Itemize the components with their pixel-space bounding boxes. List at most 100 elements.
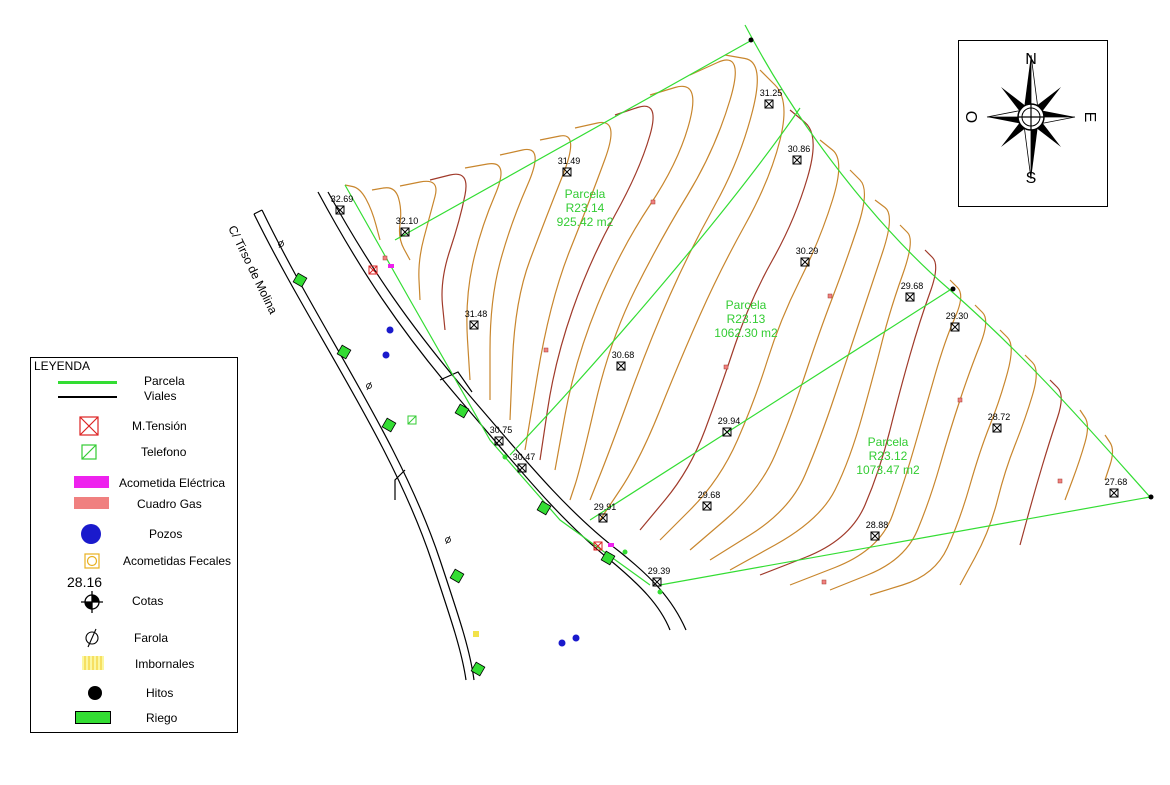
elevation-value: 29.91 [594, 502, 617, 512]
elevation-value: 30.47 [513, 452, 536, 462]
cotas-icon [81, 591, 103, 613]
elevation-point: 29.39 [648, 566, 671, 587]
elevation-value: 27.68 [1105, 477, 1128, 487]
elevation-point: 28.88 [866, 520, 889, 541]
legend-item-cotas: 28.16 Cotas [31, 574, 239, 614]
elevation-point: 32.10 [396, 216, 419, 237]
compass-east: E [1081, 112, 1098, 123]
pozo-marker [572, 634, 580, 642]
elevation-point: 32.69 [331, 194, 354, 215]
elevation-value: 30.86 [788, 144, 811, 154]
riego-symbol [75, 711, 111, 724]
contour-line [1064, 409, 1089, 501]
compass-rose-icon: N S E O [962, 51, 1098, 187]
legend-item-imbornales: Imbornales [31, 654, 239, 674]
contour-line [371, 187, 411, 261]
contour-line [539, 105, 654, 461]
contour-line [489, 148, 536, 400]
elevation-value: 29.94 [718, 416, 741, 426]
pozo-marker [382, 351, 390, 359]
elevation-point: 29.68 [901, 281, 924, 302]
contour-line [399, 180, 437, 301]
contour-line [869, 329, 1012, 596]
elevation-point: 30.29 [796, 246, 819, 267]
riego-marker [454, 403, 470, 419]
riego-marker [449, 568, 465, 584]
legend-item-m-tension: M.Tensión [31, 416, 239, 436]
acometida-fecal-marker [502, 454, 508, 460]
elevation-value: 30.29 [796, 246, 819, 256]
acometida-fecal-marker [622, 549, 628, 555]
cotas-sample-value: 28.16 [67, 574, 103, 590]
parcel-code: R23.14 [566, 201, 605, 215]
utility-symbols [278, 199, 1063, 677]
elevation-point: 31.49 [558, 156, 581, 177]
legend-item-cuadro-gas: Cuadro Gas [31, 494, 239, 514]
contour-line [729, 224, 911, 571]
parcel-area: 1062.30 m2 [714, 326, 778, 340]
street-name: C/ Tirso de Molina [225, 223, 280, 316]
cuadro-gas-marker [543, 347, 549, 353]
legend-item-hitos: Hitos [31, 683, 239, 703]
acometida-electrica-marker [608, 543, 614, 547]
elevation-value: 32.10 [396, 216, 419, 226]
legend-item-acometida-electrica: Acometida Eléctrica [31, 473, 239, 493]
elevation-value: 30.68 [612, 350, 635, 360]
pozo-marker [558, 639, 566, 647]
acometida-electrica-symbol [74, 476, 109, 488]
contour-line [789, 279, 962, 586]
legend-item-parcela: Parcela [31, 372, 239, 392]
cuadro-gas-marker [723, 364, 729, 370]
elevation-point: 29.91 [594, 502, 617, 523]
cuadro-gas-marker [821, 579, 827, 585]
contour-line [509, 135, 572, 421]
pozo-marker [386, 326, 394, 334]
parcel-code: R23.13 [727, 312, 766, 326]
hitos-icon [88, 686, 102, 700]
elevation-point: 30.68 [612, 350, 635, 371]
telefono-marker [407, 415, 417, 425]
cuadro-gas-marker [650, 199, 656, 205]
elevation-value: 31.49 [558, 156, 581, 166]
elevation-point: 31.48 [465, 309, 487, 330]
legend-title: LEYENDA [34, 359, 91, 373]
compass-south: S [1026, 170, 1037, 187]
legend-item-pozos: Pozos [31, 524, 239, 544]
farola-marker [278, 239, 284, 249]
contour-line [589, 54, 758, 501]
elevation-value: 29.39 [648, 566, 671, 576]
farola-marker [445, 535, 451, 545]
elevation-value: 29.68 [901, 281, 924, 291]
elevation-point: 29.68 [698, 490, 721, 511]
north-arrow: N S E O [958, 40, 1108, 207]
riego-marker [381, 417, 397, 433]
contour-lines [344, 54, 1114, 596]
elevation-value: 28.88 [866, 520, 889, 530]
cuadro-gas-marker [382, 255, 388, 261]
contour-line [524, 121, 612, 451]
pozos-icon [81, 524, 101, 544]
acometidas-fecales-icon [84, 553, 100, 569]
m-tension-marker [368, 265, 378, 275]
telefono-icon [81, 444, 97, 460]
contour-line [639, 109, 814, 531]
legend: LEYENDA Parcela Viales M.Tensión Telefon… [30, 357, 238, 733]
road-lines [253, 191, 687, 681]
elevation-value: 29.68 [698, 490, 721, 500]
compass-west: O [962, 111, 979, 123]
elevation-point: 31.25 [760, 88, 782, 109]
legend-item-acometidas-fecales: Acometidas Fecales [31, 551, 239, 571]
contour-line [464, 163, 502, 381]
parcel-area: 925.42 m2 [557, 215, 614, 229]
contour-line [344, 184, 381, 241]
elevation-points: 31.2530.8631.4932.6932.1030.2929.6829.30… [331, 88, 1128, 587]
contour-line [689, 169, 865, 551]
cuadro-gas-marker [957, 397, 963, 403]
elevation-point: 28.72 [988, 412, 1010, 433]
compass-north: N [1025, 51, 1037, 68]
elevation-value: 32.69 [331, 194, 354, 204]
cuadro-gas-marker [827, 293, 833, 299]
contour-line [554, 85, 694, 471]
contour-line [759, 249, 937, 576]
imbornal-marker [473, 631, 479, 637]
